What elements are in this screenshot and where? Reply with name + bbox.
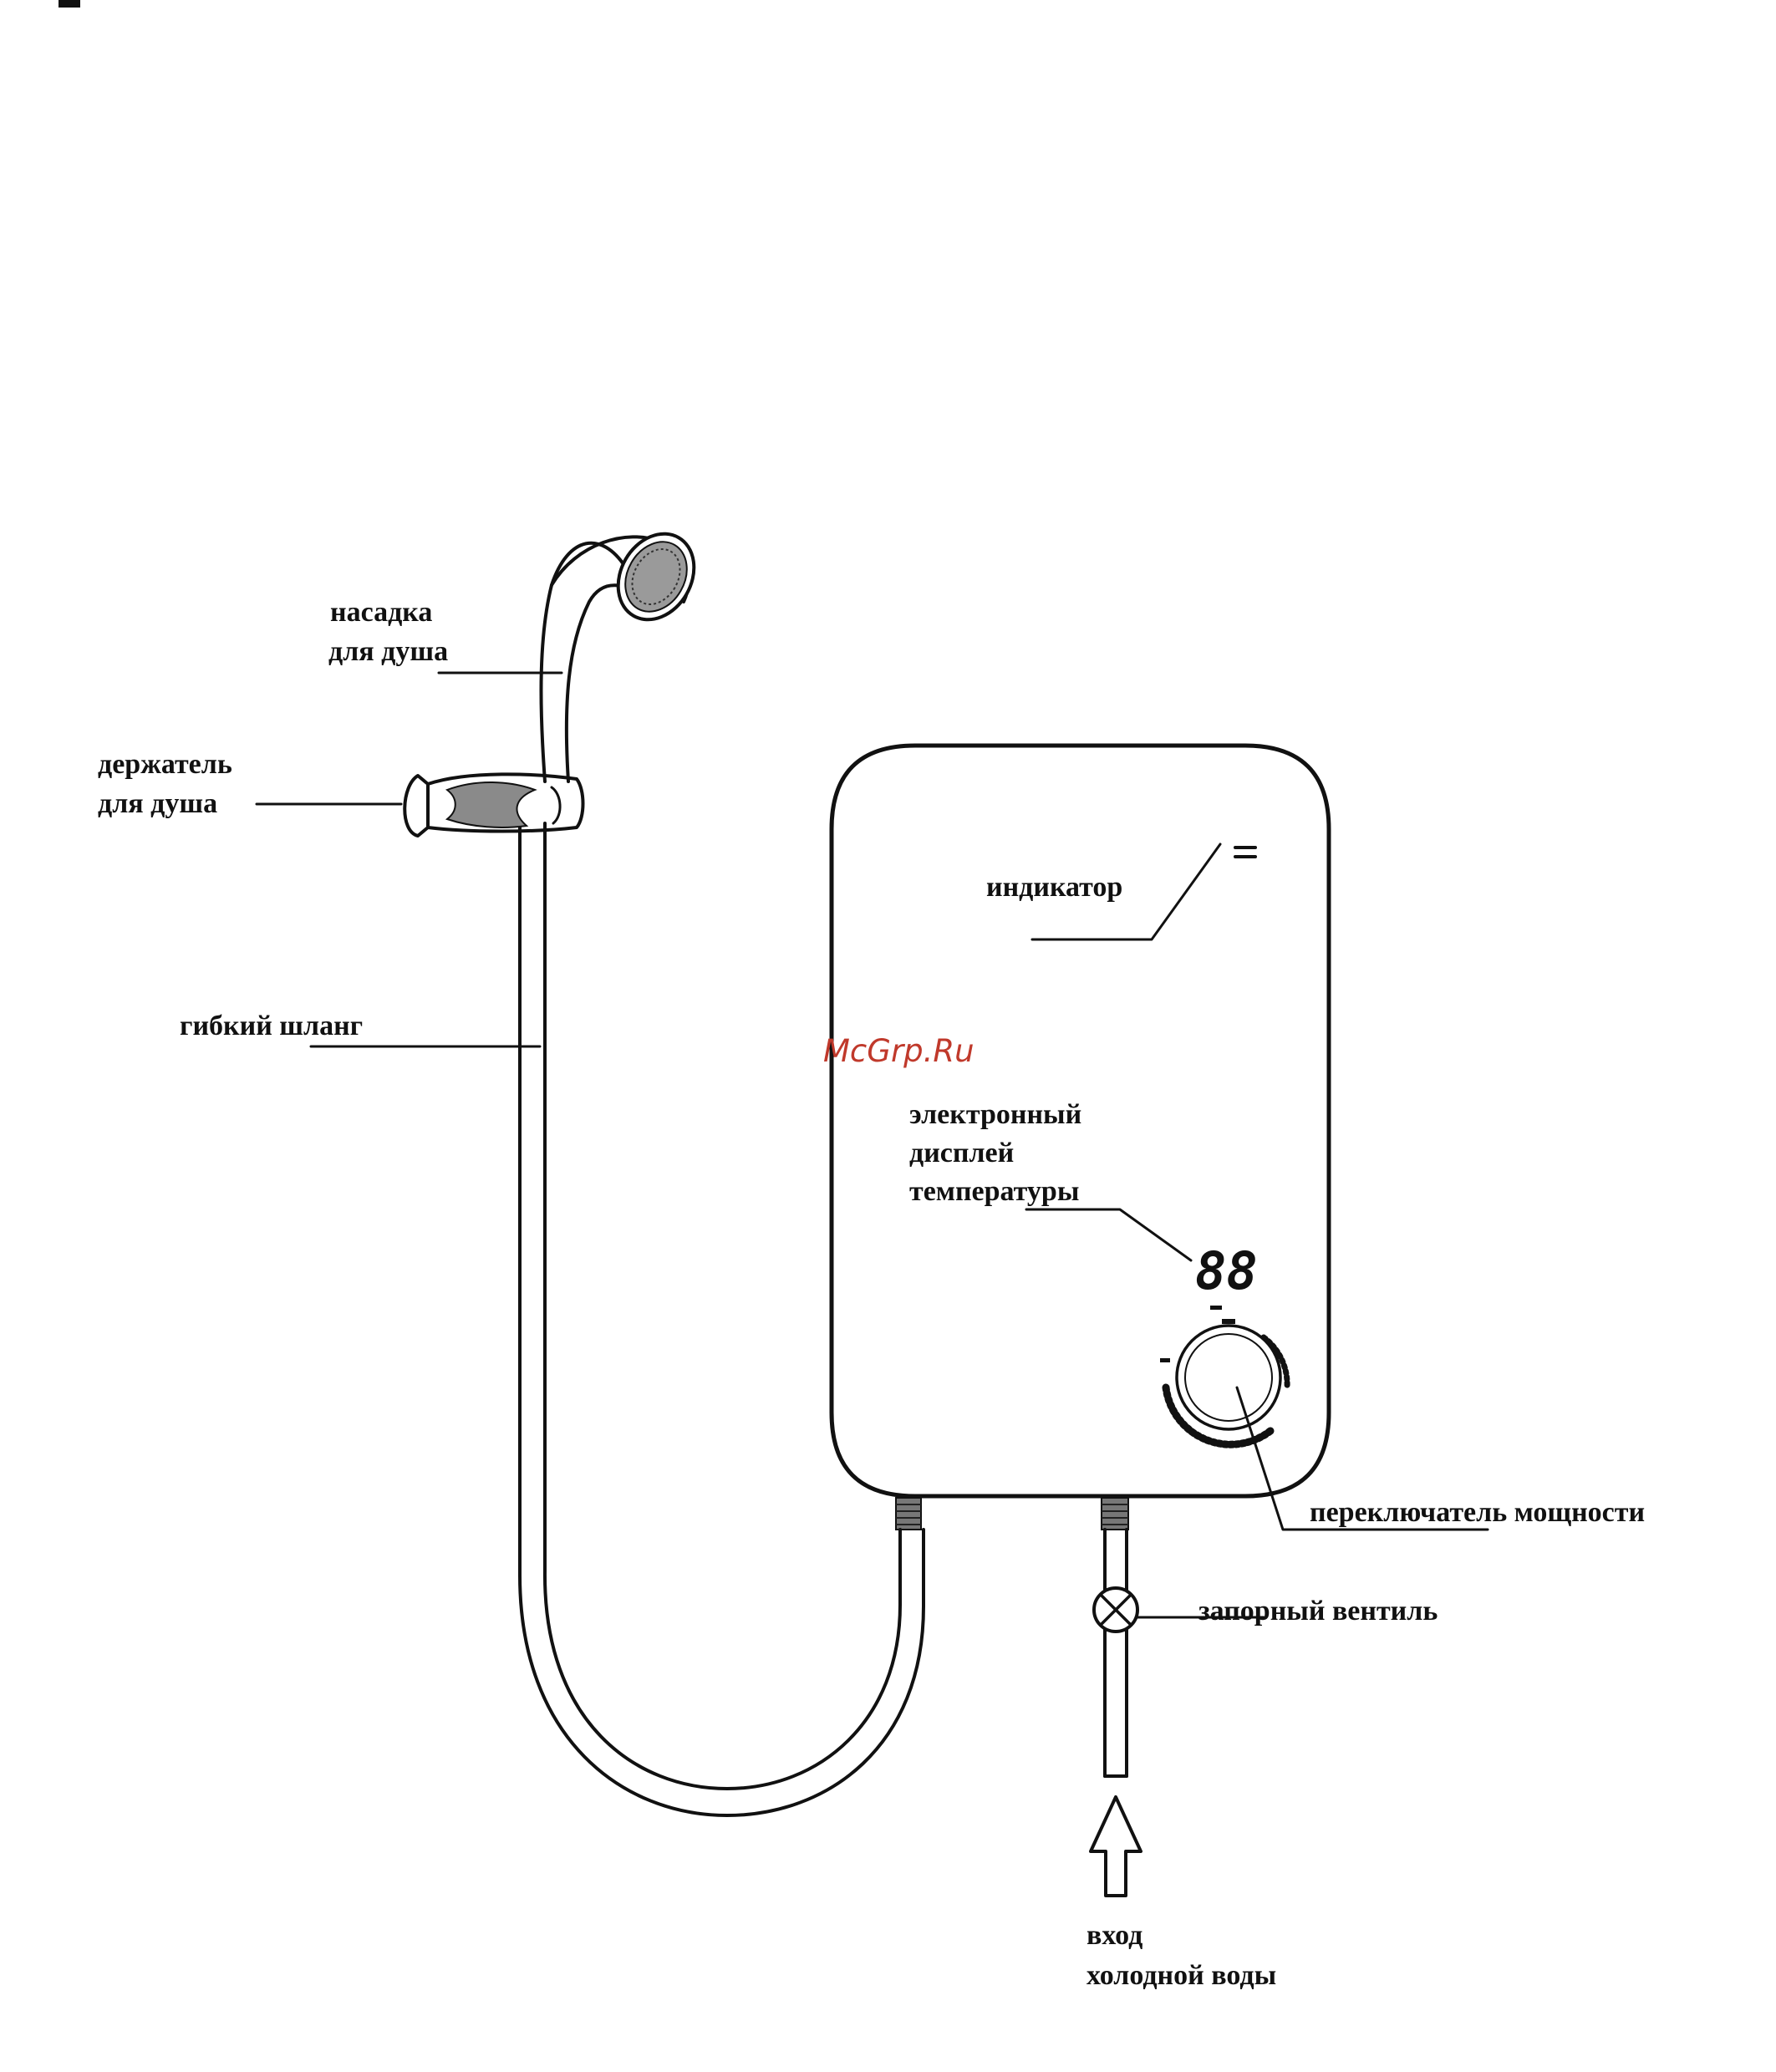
- shutoff-valve-icon: [1092, 1586, 1139, 1633]
- inlet-arrow-icon: [1089, 1795, 1142, 1897]
- label-flexible-hose: гибкий шланг: [180, 1011, 363, 1041]
- temperature-display: 88: [1195, 1240, 1258, 1301]
- outlet-connector: [895, 1497, 922, 1530]
- leader-line-power: [1235, 1386, 1489, 1531]
- label-inlet-line1: вход: [1086, 1920, 1142, 1951]
- corner-mark: [59, 0, 80, 8]
- heater-body: [829, 743, 1331, 1499]
- label-display-line1: электронный: [909, 1099, 1081, 1130]
- label-power-switch: переключатель мощности: [1310, 1497, 1645, 1528]
- label-display-line3: температуры: [909, 1176, 1079, 1207]
- label-holder-line2: для душа: [98, 788, 217, 819]
- flexible-hose: [518, 822, 925, 1817]
- label-shower-head-line1: насадка: [330, 597, 432, 628]
- label-display-line2: дисплей: [909, 1138, 1014, 1168]
- label-indicator: индикатор: [986, 872, 1122, 903]
- inlet-pipe: [1103, 1528, 1128, 1778]
- display-digits: 88: [1195, 1240, 1258, 1301]
- shower-holder: [403, 772, 585, 837]
- leader-line-indicator: [1030, 843, 1222, 941]
- inlet-connector: [1101, 1497, 1129, 1530]
- label-shower-head-line2: для душа: [328, 636, 448, 667]
- shower-head: [539, 532, 696, 783]
- label-holder-line1: держатель: [98, 749, 232, 780]
- label-inlet-line2: холодной воды: [1086, 1960, 1276, 1991]
- leader-line-display: [1025, 1208, 1193, 1262]
- label-shutoff-valve: запорный вентиль: [1198, 1596, 1438, 1627]
- power-switch-knob: [1160, 1306, 1290, 1448]
- watermark: McGrp.Ru: [823, 1033, 975, 1069]
